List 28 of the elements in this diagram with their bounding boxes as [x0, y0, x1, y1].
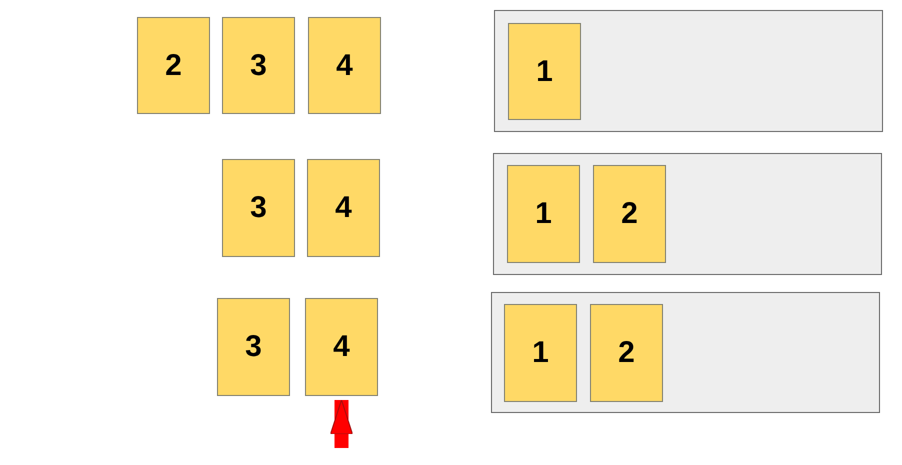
- numbered-card: [217, 298, 290, 396]
- card-number: 4: [336, 48, 353, 82]
- numbered-card: [504, 304, 577, 402]
- card-number: 3: [250, 191, 267, 225]
- card-number: 2: [621, 197, 638, 231]
- tray-panel: [494, 10, 883, 132]
- arrow: [330, 400, 353, 448]
- card-number: 4: [333, 330, 350, 364]
- tray-panel: [491, 292, 880, 413]
- numbered-card: [507, 165, 580, 263]
- card-number: 2: [165, 48, 182, 82]
- card-number: 1: [536, 54, 553, 88]
- card-number: 2: [618, 336, 635, 370]
- numbered-card: [508, 23, 581, 120]
- card-number: 4: [335, 191, 352, 225]
- numbered-card: [137, 17, 210, 114]
- card-number: 3: [250, 48, 267, 82]
- numbered-card: [307, 159, 380, 257]
- tray-panel: [493, 153, 882, 275]
- card-number: 3: [245, 330, 262, 364]
- numbered-card: [590, 304, 663, 402]
- numbered-card: [593, 165, 666, 263]
- numbered-card: [222, 17, 295, 114]
- numbered-card: [222, 159, 295, 257]
- card-number: 1: [535, 197, 552, 231]
- card-number: 1: [532, 336, 549, 370]
- numbered-card: [305, 298, 378, 396]
- numbered-card: [308, 17, 381, 114]
